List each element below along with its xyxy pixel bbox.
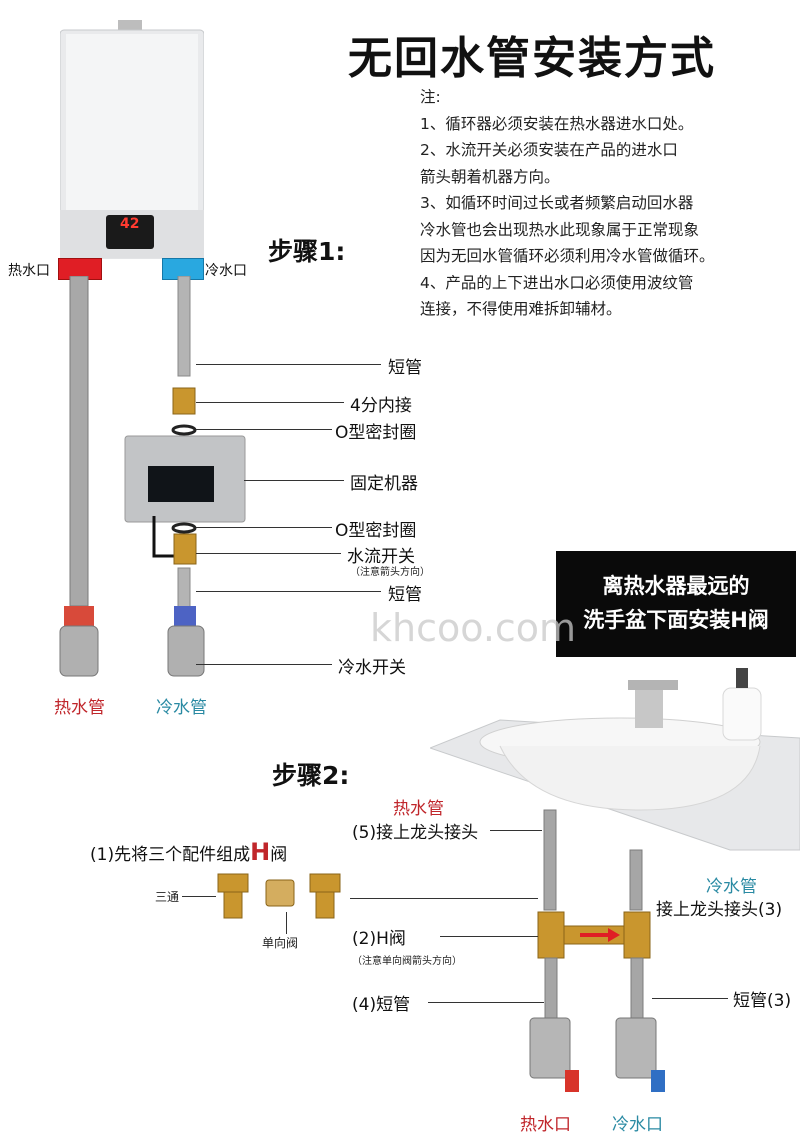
assemble-instruction: (1)先将三个配件组成H阀 bbox=[90, 838, 287, 866]
label-tap-joint-3: 接上龙头接头(3) bbox=[656, 900, 783, 920]
assemble-text: (1)先将三个配件组成 bbox=[90, 845, 251, 865]
note-line: 4、产品的上下进出水口必须使用波纹管 bbox=[420, 273, 694, 292]
page-title: 无回水管安装方式 bbox=[348, 33, 716, 84]
label-tap-joint-5: (5)接上龙头接头 bbox=[352, 823, 479, 843]
label-hot-pipe: 热水管 bbox=[54, 698, 105, 718]
label-cold-pipe: 冷水管 bbox=[156, 698, 207, 718]
note-line: 1、循环器必须安装在热水器进水口处。 bbox=[420, 114, 694, 133]
label-short-pipe-3: 短管(3) bbox=[733, 991, 792, 1011]
note-line: 3、如循环时间过长或者频繁启动回水器 bbox=[420, 194, 694, 212]
label-cold-switch: 冷水开关 bbox=[338, 658, 406, 678]
label-hot-outlet: 热水口 bbox=[520, 1115, 571, 1135]
water-heater-illustration bbox=[60, 20, 204, 259]
assemble-tail: 阀 bbox=[270, 845, 288, 865]
step1-title: 步骤1: bbox=[268, 237, 346, 266]
note-line: 冷水管也会出现热水此现象属于正常现象 bbox=[420, 220, 700, 239]
h-valve-parts-illustration bbox=[217, 873, 341, 919]
label-flow-switch-note: （注意箭头方向） bbox=[350, 567, 430, 578]
note-line: 箭头朝着机器方向。 bbox=[420, 167, 560, 186]
assemble-h: H bbox=[250, 838, 271, 866]
note-line: 因为无回水管循环必须利用冷水管做循环。 bbox=[420, 247, 715, 265]
notice-box: 离热水器最远的 洗手盆下面安装H阀 bbox=[556, 551, 796, 657]
sink-illustration bbox=[430, 668, 800, 1092]
notice-line-2: 洗手盆下面安装H阀 bbox=[583, 608, 769, 632]
label-sink-cold-pipe: 冷水管 bbox=[706, 877, 757, 897]
label-sink-hot-pipe: 热水管 bbox=[393, 799, 444, 819]
note-line: 2、水流开关必须安装在产品的进水口 bbox=[420, 141, 678, 159]
step1-pipes-illustration bbox=[59, 276, 246, 677]
label-inner-joint: 4分内接 bbox=[350, 396, 412, 416]
heater-display: 42 bbox=[120, 216, 140, 232]
label-cold-outlet: 冷水口 bbox=[612, 1115, 663, 1135]
label-flow-switch: 水流开关 bbox=[347, 547, 415, 567]
note-line: 连接，不得使用难拆卸辅材。 bbox=[420, 300, 622, 318]
label-short-pipe-2: 短管 bbox=[388, 585, 422, 605]
note-line: 注: bbox=[420, 88, 441, 106]
label-h-valve-note: （注意单向阀箭头方向） bbox=[352, 956, 462, 967]
label-o-ring-bottom: O型密封圈 bbox=[335, 521, 417, 541]
label-short-pipe: 短管 bbox=[388, 358, 422, 378]
label-check-valve: 单向阀 bbox=[262, 936, 299, 950]
label-tee: 三通 bbox=[155, 890, 180, 904]
installation-notes: 注: 1、循环器必须安装在热水器进水口处。 2、水流开关必须安装在产品的进水口 … bbox=[420, 84, 715, 323]
label-fix-machine: 固定机器 bbox=[350, 474, 418, 494]
watermark: khcoo.com bbox=[370, 606, 577, 650]
label-short-pipe-4: (4)短管 bbox=[352, 995, 411, 1015]
label-h-valve: (2)H阀 bbox=[352, 929, 406, 949]
step2-title: 步骤2: bbox=[272, 761, 350, 790]
label-o-ring-top: O型密封圈 bbox=[335, 423, 417, 443]
cold-port-label: 冷水口 bbox=[205, 263, 247, 279]
notice-line-1: 离热水器最远的 bbox=[602, 574, 750, 598]
hot-port-label: 热水口 bbox=[8, 263, 50, 279]
